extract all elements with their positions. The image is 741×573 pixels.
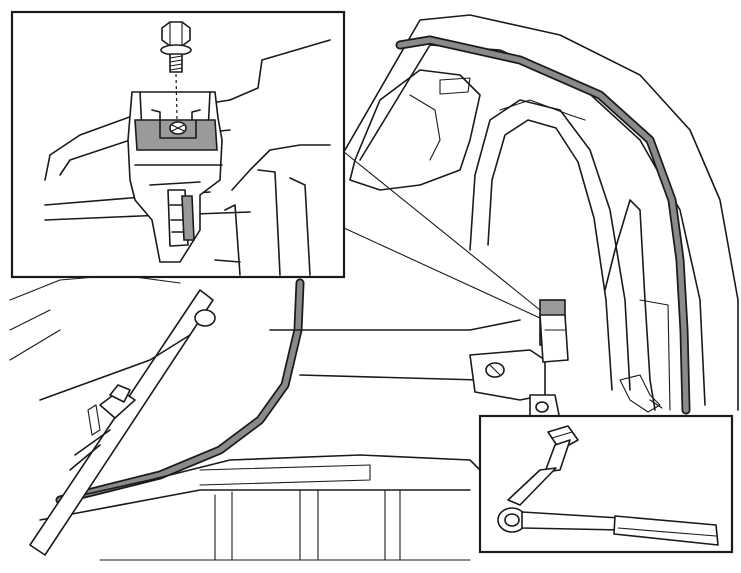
inset-tool-detail [478,414,734,554]
wheel-arch-lip [499,99,586,121]
floor-rear-panel-lip [199,464,371,486]
inset-bolt-detail [10,10,346,279]
bolt-icon [160,21,192,73]
wheel-arch-outer [469,99,631,391]
quarter-trim [604,199,656,411]
bumper-ribs [214,489,401,561]
floor-mid-edge [299,374,481,381]
ratchet-handle-icon [497,507,719,546]
hinge-detail [619,374,663,413]
left-panel-lines [9,274,181,361]
upper-shelf-slot [439,77,471,95]
floor-front-edge [269,319,521,331]
socket-extension-icon [507,425,579,506]
inset-leader-lines [343,151,541,319]
mount-bracket-main [469,299,569,423]
upper-shelf-rib [409,94,441,161]
inset-right-panel [229,39,331,191]
trunk-interior-view [9,14,739,561]
bolt-install-path [175,73,178,121]
upper-shelf-panel [349,69,481,191]
trunk-stay-rod [29,289,216,556]
quarter-trim-edge [639,299,671,411]
floor-rear-panel [59,454,481,501]
weatherstrip-seal [55,35,691,505]
body-shell-outline [344,14,739,411]
bumper-beam [39,489,471,521]
wheel-arch-inner [487,119,613,391]
